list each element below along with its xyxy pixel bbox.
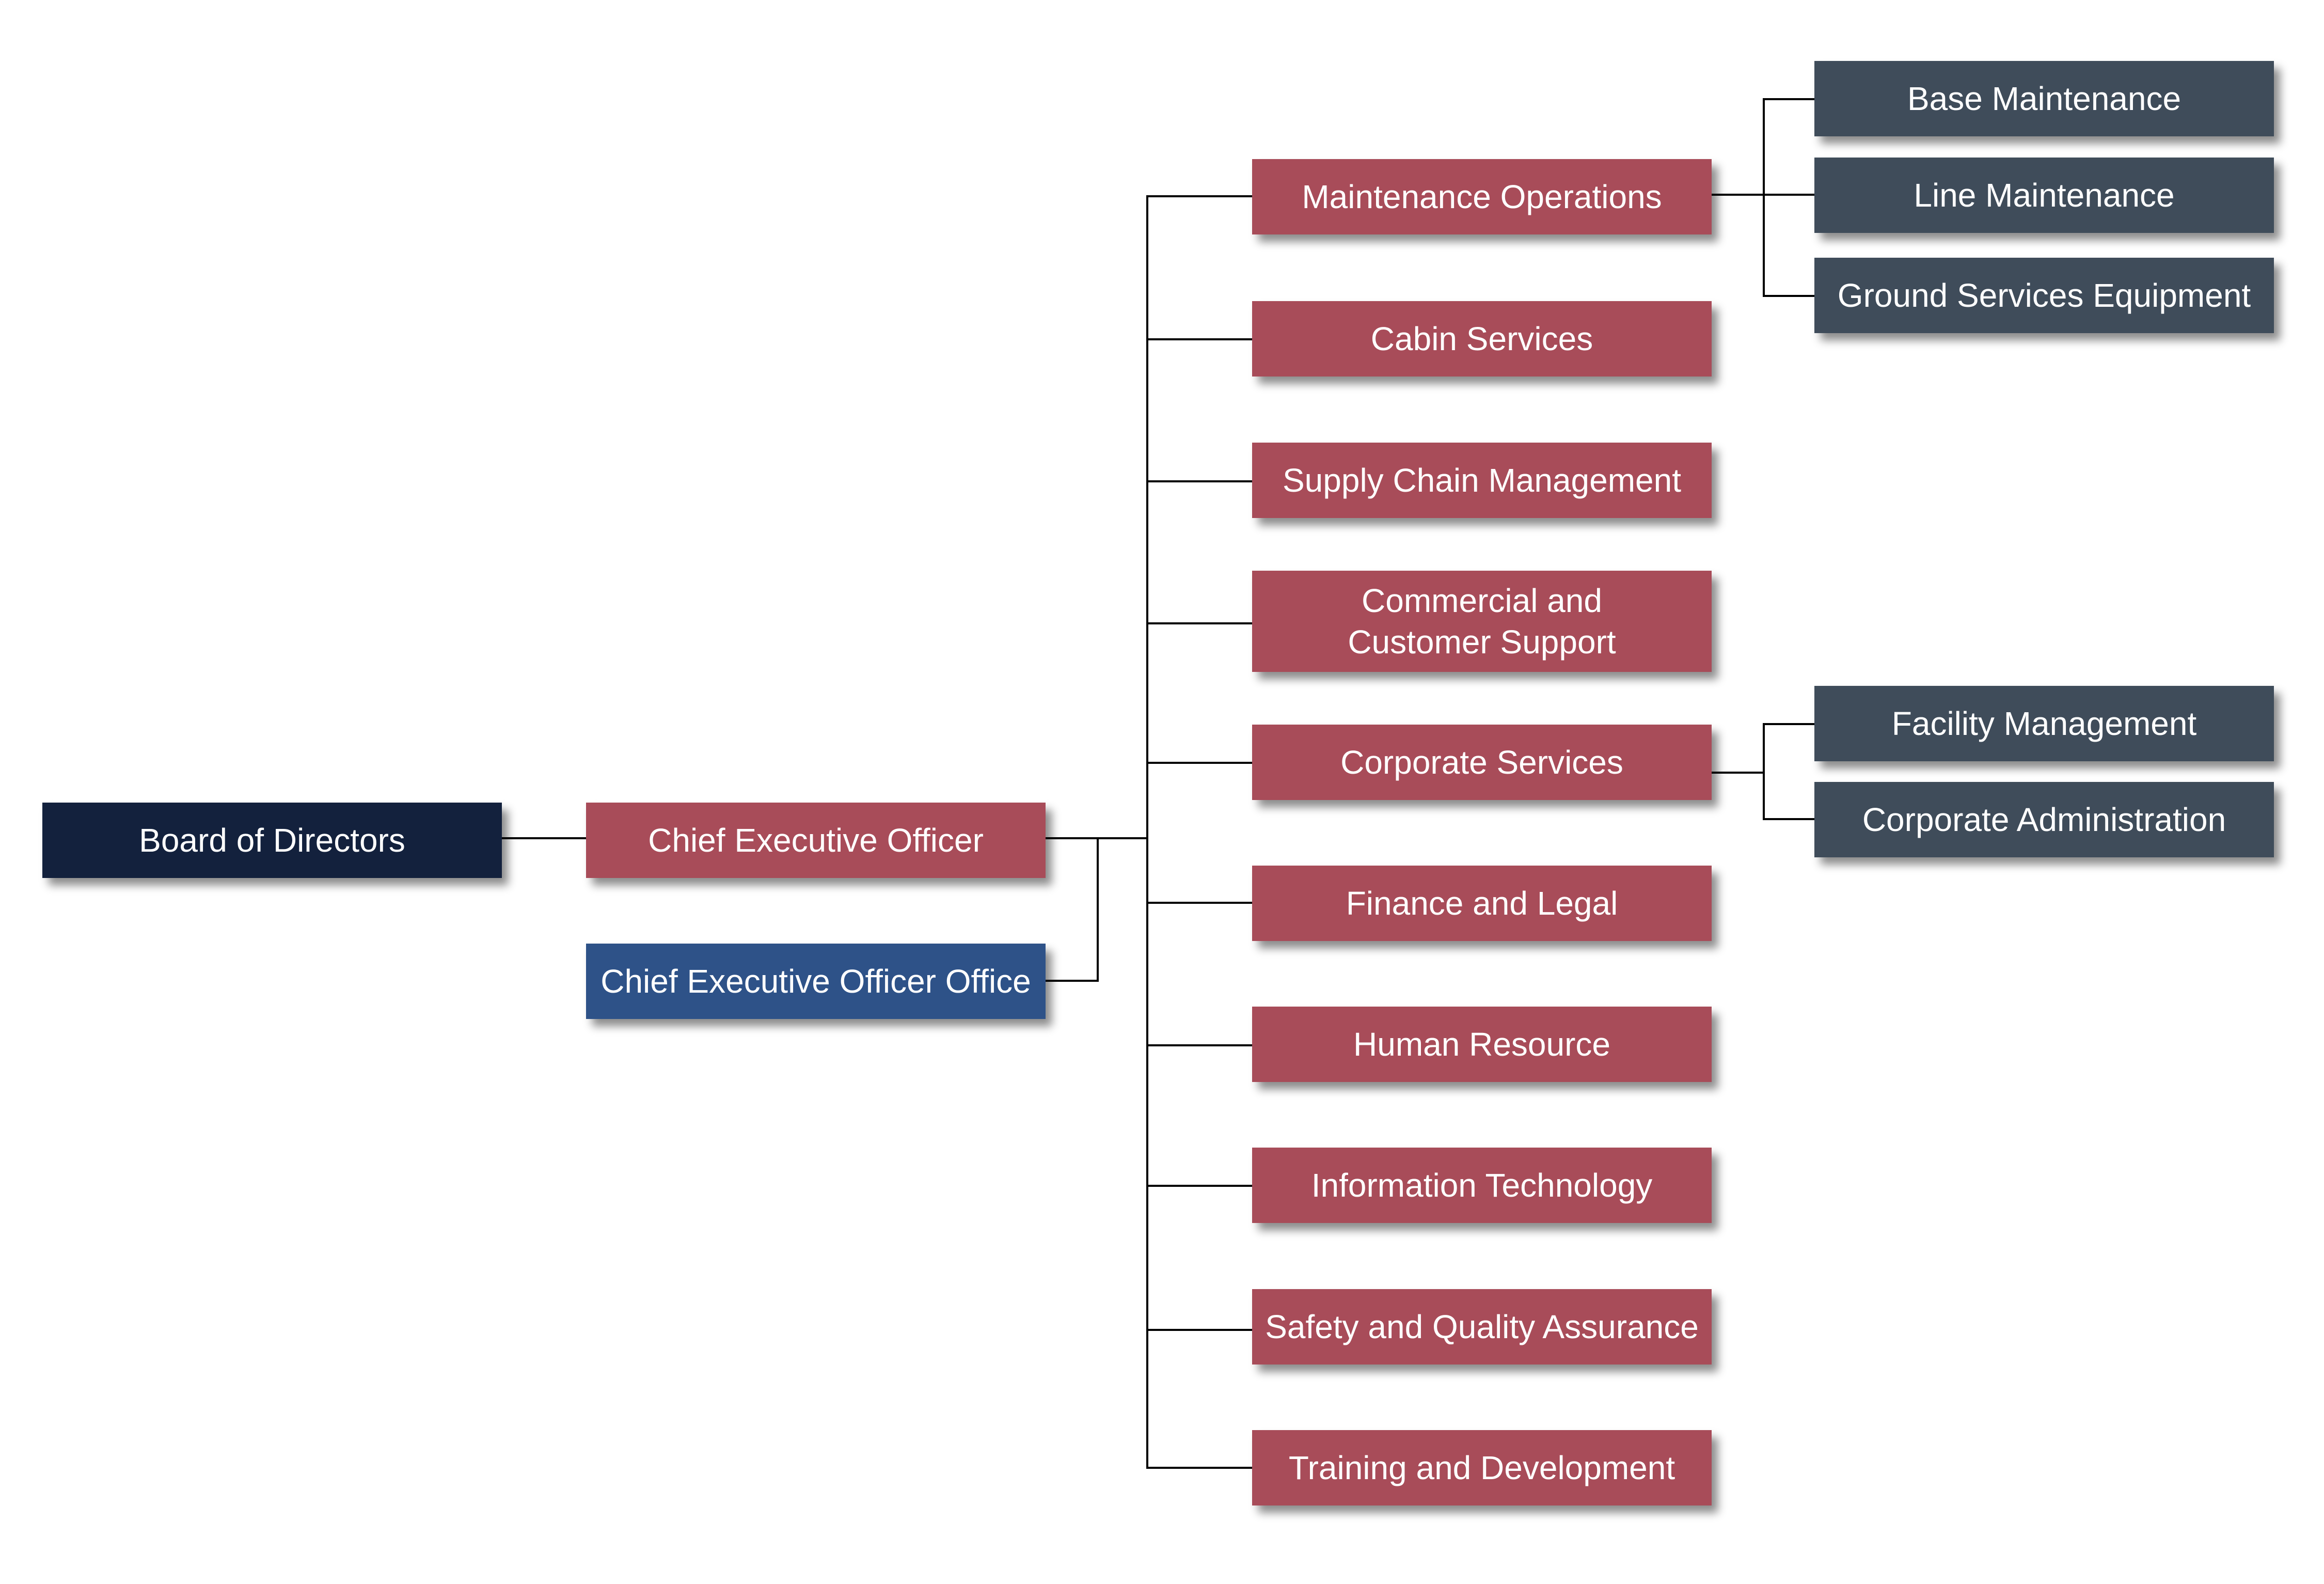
- node-department: Commercial and Customer Support: [1252, 571, 1712, 672]
- node-label: Chief Executive Officer: [648, 822, 984, 859]
- connector-dept-4: [1146, 622, 1252, 624]
- node-department: Human Resource: [1252, 1007, 1712, 1082]
- connector-unit-base: [1763, 98, 1814, 100]
- connector-ceo-branch: [1043, 837, 1148, 839]
- node-department: Safety and Quality Assurance: [1252, 1289, 1712, 1365]
- node-unit: Corporate Administration: [1814, 782, 2274, 857]
- connector-corporate-spine: [1763, 723, 1765, 820]
- connector-dept-8: [1146, 1185, 1252, 1187]
- node-department: Cabin Services: [1252, 301, 1712, 377]
- connector-dept-5: [1146, 762, 1252, 764]
- connector-dept-10: [1146, 1467, 1252, 1469]
- connector-dept-3: [1146, 480, 1252, 482]
- node-department: Corporate Services: [1252, 725, 1712, 800]
- node-board-of-directors: Board of Directors: [42, 803, 502, 878]
- connector-unit-facility: [1763, 723, 1814, 725]
- node-label: Line Maintenance: [1914, 177, 2175, 214]
- node-unit: Base Maintenance: [1814, 61, 2274, 136]
- connector-dept-2: [1146, 338, 1252, 340]
- node-ceo: Chief Executive Officer: [586, 803, 1046, 878]
- node-label: Corporate Administration: [1862, 801, 2226, 838]
- node-department: Information Technology: [1252, 1148, 1712, 1223]
- node-label: Training and Development: [1288, 1449, 1675, 1486]
- node-unit: Facility Management: [1814, 686, 2274, 761]
- node-label: Facility Management: [1891, 705, 2197, 742]
- node-label: Human Resource: [1353, 1026, 1610, 1063]
- node-department: Finance and Legal: [1252, 866, 1712, 941]
- node-label: Commercial and Customer Support: [1348, 582, 1616, 661]
- node-label: Board of Directors: [139, 822, 405, 859]
- connector-maintenance-branch: [1709, 194, 1765, 196]
- node-label: Cabin Services: [1370, 320, 1593, 357]
- connector-unit-gse: [1763, 295, 1814, 297]
- node-label: Maintenance Operations: [1302, 178, 1662, 215]
- connector-board-ceo: [483, 837, 586, 839]
- connector-dept-6: [1146, 902, 1252, 904]
- node-label: Chief Executive Officer Office: [600, 963, 1031, 1000]
- connector-dept-7: [1146, 1044, 1252, 1046]
- node-label: Corporate Services: [1340, 744, 1623, 781]
- connector-dept-1: [1146, 195, 1252, 197]
- connector-corporate-branch: [1709, 772, 1765, 774]
- node-department: Supply Chain Management: [1252, 443, 1712, 518]
- node-label: Ground Services Equipment: [1837, 277, 2251, 314]
- connector-unit-admin: [1763, 818, 1814, 820]
- node-label: Finance and Legal: [1346, 885, 1618, 922]
- node-unit: Line Maintenance: [1814, 158, 2274, 233]
- connector-dept-9: [1146, 1329, 1252, 1331]
- node-label: Information Technology: [1311, 1167, 1653, 1204]
- node-label: Safety and Quality Assurance: [1265, 1308, 1699, 1345]
- node-department: Training and Development: [1252, 1430, 1712, 1505]
- connector-unit-line: [1763, 194, 1814, 196]
- node-label: Base Maintenance: [1907, 80, 2181, 117]
- node-unit: Ground Services Equipment: [1814, 258, 2274, 333]
- connector-department-spine: [1146, 195, 1148, 1469]
- node-ceo-office: Chief Executive Officer Office: [586, 944, 1046, 1019]
- node-department: Maintenance Operations: [1252, 159, 1712, 234]
- connector-maintenance-spine: [1763, 98, 1765, 297]
- connector-ceo-office: [1043, 980, 1099, 982]
- connector-ceo-office-vertical: [1097, 837, 1099, 982]
- node-label: Supply Chain Management: [1282, 462, 1682, 499]
